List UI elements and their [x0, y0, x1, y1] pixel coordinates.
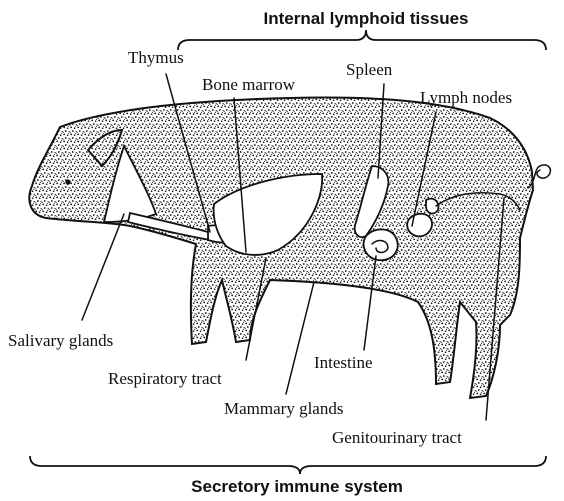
bone-marrow-label: Bone marrow [202, 75, 296, 94]
intestine-label: Intestine [314, 353, 373, 372]
respiratory-tract-label: Respiratory tract [108, 369, 222, 388]
thymus-label: Thymus [128, 48, 184, 67]
salivary-glands-label: Salivary glands [8, 331, 113, 350]
mammary-glands-leader [286, 282, 314, 394]
mammary-glands-label: Mammary glands [224, 399, 343, 418]
salivary-glands-leader [82, 214, 124, 320]
pig-silhouette [29, 98, 550, 398]
genitourinary-tract-label: Genitourinary tract [332, 428, 462, 447]
spleen-label: Spleen [346, 60, 393, 79]
top-brace [178, 30, 546, 50]
secretory-immune-header: Secretory immune system [191, 477, 403, 496]
intestine-organ [364, 229, 398, 260]
lymph-nodes-label: Lymph nodes [420, 88, 512, 107]
internal-lymphoid-header: Internal lymphoid tissues [264, 9, 469, 28]
bottom-brace [30, 456, 546, 474]
